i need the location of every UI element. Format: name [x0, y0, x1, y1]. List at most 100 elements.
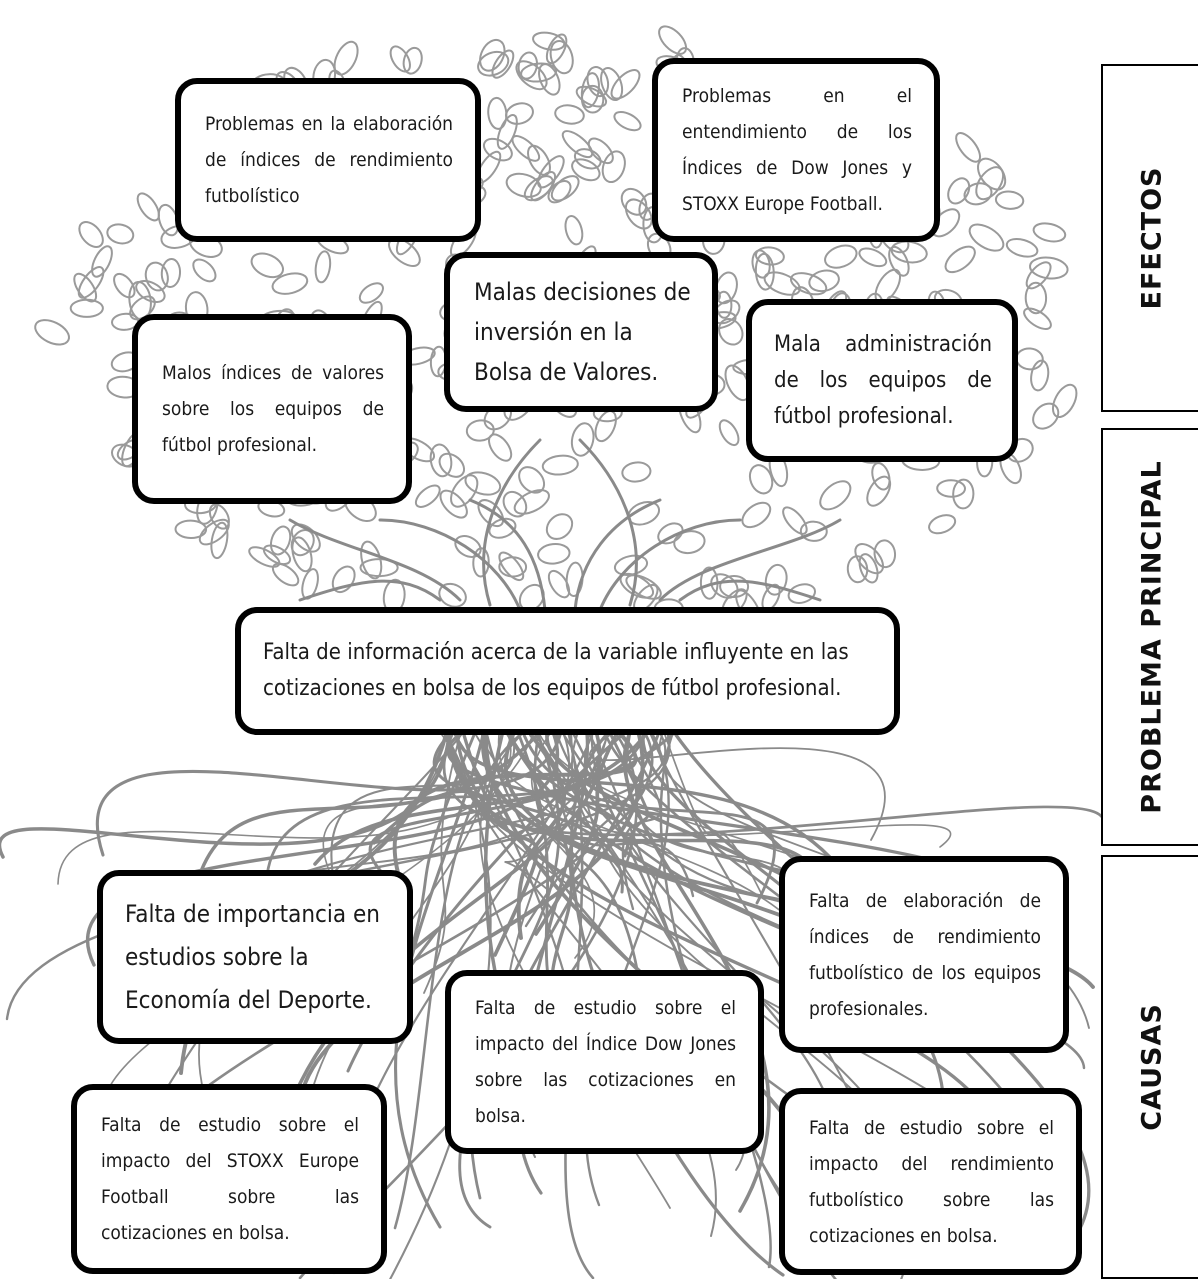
leaf [545, 513, 574, 540]
leaf [538, 63, 561, 96]
leaf [564, 215, 584, 246]
effect-text: Malas decisiones de inversión en la Bols… [474, 278, 691, 386]
effect-box-index-elaboration: Problemas en la elaboración de índices d… [175, 78, 481, 242]
leaf [763, 271, 801, 296]
effect-text: Mala administración de los equipos de fú… [774, 331, 992, 429]
tree-trunk [288, 438, 842, 612]
leaf [748, 464, 774, 495]
leaf [782, 506, 808, 535]
leaf [621, 461, 652, 483]
effect-text: Problemas en el entendimiento de los Índ… [682, 85, 912, 215]
leaf [513, 489, 550, 515]
leaf [505, 102, 534, 125]
leaf [518, 466, 546, 494]
leaf [587, 137, 614, 165]
leaf [192, 258, 217, 283]
leaf [575, 85, 608, 108]
leaf [600, 66, 624, 102]
leaf [438, 452, 466, 478]
leaf [465, 419, 495, 442]
leaf [488, 433, 513, 462]
leaf [858, 553, 879, 584]
root [621, 733, 662, 911]
leaf [402, 46, 423, 75]
leaf [477, 499, 505, 528]
cause-box-dow-jones: Falta de estudio sobre el impacto del Ín… [445, 970, 764, 1154]
leaf [549, 39, 574, 75]
effect-box-stock-indices: Malos índices de valores sobre los equip… [132, 314, 412, 504]
leaf [464, 471, 502, 496]
root [454, 733, 839, 867]
side-label-effects: EFECTOS [1101, 64, 1198, 412]
leaf [561, 130, 594, 159]
effect-box-team-administration: Mala administración de los equipos de fú… [746, 299, 1018, 462]
leaf [472, 547, 490, 578]
leaf [947, 177, 971, 205]
side-label-causes-text: CAUSAS [1136, 1003, 1168, 1131]
leaf [541, 454, 579, 476]
leaf [77, 266, 105, 299]
leaf [515, 60, 548, 91]
leaf [873, 539, 897, 569]
cause-box-performance-indices: Falta de elaboración de índices de rendi… [779, 856, 1069, 1053]
leaf [520, 62, 558, 83]
leaf [1023, 307, 1052, 330]
cause-text: Falta de elaboración de índices de rendi… [809, 889, 1041, 1020]
leaf [545, 33, 568, 65]
leaf [624, 198, 653, 230]
leaf [537, 543, 571, 565]
leaf [719, 574, 750, 599]
leaf [1030, 359, 1050, 392]
side-label-effects-text: EFECTOS [1136, 166, 1168, 310]
leaf [1028, 256, 1069, 280]
leaf [271, 562, 300, 587]
leaf [136, 192, 160, 222]
root [95, 733, 562, 857]
root [423, 734, 461, 994]
leaf [78, 220, 104, 249]
leaf [824, 244, 858, 269]
leaf [482, 137, 513, 162]
effect-text: Malos índices de valores sobre los equip… [162, 362, 384, 456]
leaf [498, 551, 525, 582]
side-label-main-problem-text: PROBLEMA PRINCIPAL [1136, 460, 1168, 814]
leaf [610, 69, 641, 100]
leaf [271, 272, 309, 295]
leaf [389, 45, 411, 73]
leaf [1024, 281, 1048, 315]
leaf [613, 111, 642, 132]
leaf [710, 573, 739, 599]
leaf [210, 521, 229, 560]
effect-box-investment-decisions: Malas decisiones de inversión en la Bols… [444, 252, 718, 412]
leaf [570, 422, 595, 457]
root [0, 733, 451, 859]
leaf [160, 258, 182, 288]
leaf [135, 280, 166, 303]
leaf [523, 175, 554, 202]
root [516, 733, 566, 940]
leaf [477, 50, 510, 77]
leaf [314, 250, 332, 284]
leaf [808, 269, 840, 293]
leaf [871, 462, 891, 491]
leaf [358, 282, 384, 304]
main-problem-box: Falta de información acerca de la variab… [235, 607, 900, 735]
leaf [487, 96, 508, 130]
cause-text: Falta de importancia en estudios sobre l… [125, 899, 380, 1014]
leaf [479, 38, 506, 72]
cause-box-stoxx: Falta de estudio sobre el impacto del ST… [71, 1084, 387, 1274]
leaf [532, 31, 566, 51]
leaf [936, 479, 966, 498]
leaf [1015, 347, 1044, 371]
leaf [144, 261, 169, 292]
leaf [858, 247, 888, 268]
leaf [580, 72, 600, 109]
leaf [754, 252, 775, 291]
leaf [414, 484, 441, 508]
leaf [269, 525, 292, 556]
leaf [718, 318, 744, 346]
leaf [547, 569, 571, 599]
root [589, 734, 886, 841]
effect-box-index-understanding: Problemas en el entendimiento de los Índ… [652, 58, 940, 242]
leaf [968, 223, 1005, 252]
